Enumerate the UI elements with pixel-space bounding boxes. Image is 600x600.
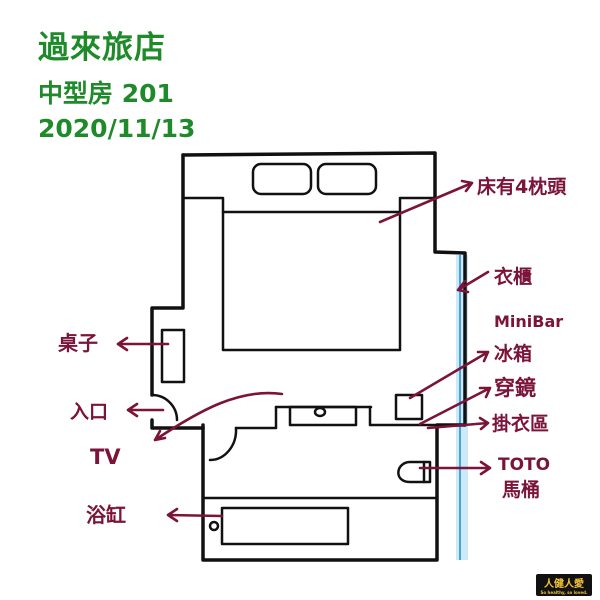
toilet <box>397 460 432 484</box>
arrow-mirror <box>418 386 492 426</box>
label-wardrobe: 衣櫃 <box>494 265 532 288</box>
arrow-bed <box>378 179 474 224</box>
bed <box>221 162 402 352</box>
label-entrance: 入口 <box>70 401 108 423</box>
bathroom-door <box>208 426 238 462</box>
desk <box>160 328 186 384</box>
arrow-wardrobe <box>456 270 490 294</box>
arrow-tv <box>153 391 284 442</box>
entrance-door <box>150 393 179 422</box>
visit-date: 2020/11/13 <box>38 114 196 143</box>
brand-logo: 人健人愛 So healthy, so loved. <box>536 574 592 596</box>
sink-counter <box>288 405 358 427</box>
label-toilet: 馬桶 <box>502 478 540 501</box>
label-tv: TV <box>90 445 121 469</box>
fridge-box <box>394 393 424 421</box>
label-bed: 床有4枕頭 <box>477 175 567 198</box>
label-minibar: MiniBar <box>494 312 563 331</box>
arrow-toilet <box>418 460 492 476</box>
arrow-bathtub <box>166 507 224 523</box>
label-hanger: 掛衣區 <box>492 412 549 435</box>
label-desk: 桌子 <box>58 331 98 355</box>
logo-subtext: So healthy, so loved. <box>541 590 588 595</box>
label-fridge: 冰箱 <box>494 342 532 365</box>
hotel-name: 過來旅店 <box>38 30 166 66</box>
bathtub <box>208 506 350 546</box>
pillow-left <box>251 162 313 196</box>
label-mirror: 穿鏡 <box>494 376 536 400</box>
arrow-entrance <box>126 402 165 418</box>
room-type: 中型房 201 <box>38 79 174 108</box>
arrow-desk <box>116 336 170 352</box>
logo-text: 人健人愛 <box>544 577 584 590</box>
annotation-arrows <box>116 179 492 523</box>
arrow-fridge <box>408 350 490 400</box>
arrow-hanger <box>426 416 490 431</box>
label-bathtub: 浴缸 <box>86 503 126 527</box>
label-toto: TOTO <box>498 455 550 475</box>
pillow-right <box>316 162 378 196</box>
